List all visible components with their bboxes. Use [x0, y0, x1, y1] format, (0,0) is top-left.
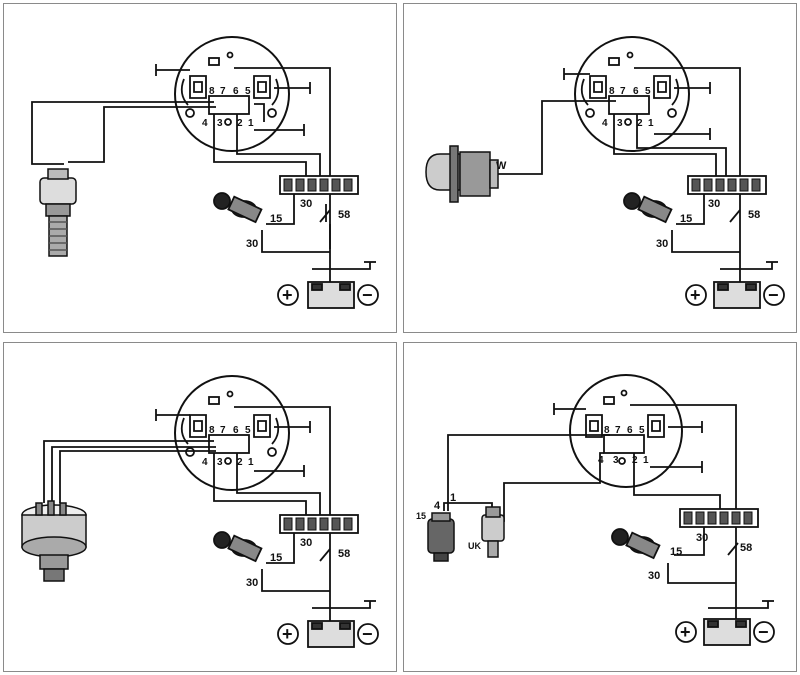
label-15: 15: [670, 546, 682, 558]
pin-6: 6: [233, 86, 239, 97]
pin-1: 1: [643, 455, 649, 466]
label-58: 58: [338, 548, 350, 560]
pin-6: 6: [233, 425, 239, 436]
coil-terminal-15: 15: [416, 511, 426, 521]
pin-4: 4: [602, 118, 608, 129]
inductive-sensor: [481, 506, 505, 558]
pin-8: 8: [209, 425, 215, 436]
coil-terminal-4: 4: [434, 500, 441, 512]
label-15: 15: [270, 213, 282, 225]
wiring-diagram-2: 8 7 6 5 4 3 2 1: [425, 36, 785, 309]
coil-terminal-1: 1: [450, 492, 456, 504]
wiring-diagram-4: 8 7 6 5 4 3 2 1: [416, 374, 775, 646]
pin-2: 2: [237, 118, 243, 129]
label-15: 15: [270, 552, 282, 564]
pressure-sender-small: [39, 168, 77, 257]
pin-3: 3: [217, 457, 223, 468]
ignition-switch: [213, 192, 263, 224]
battery-plus-sign: +: [690, 285, 701, 305]
pin-5: 5: [245, 86, 251, 97]
pin-5: 5: [645, 86, 651, 97]
label-30-bottom: 30: [656, 238, 668, 250]
battery-minus-sign: −: [362, 624, 373, 644]
pin-7: 7: [615, 425, 621, 436]
pressure-sender-large: [21, 500, 87, 582]
pin-1: 1: [248, 118, 254, 129]
battery: [277, 281, 379, 309]
gauge-housing: [174, 36, 290, 152]
battery-plus-sign: +: [282, 624, 293, 644]
battery-plus-sign: +: [680, 622, 691, 642]
battery: [675, 618, 775, 646]
label-58: 58: [748, 209, 760, 221]
label-15: 15: [680, 213, 692, 225]
ignition-coil: [427, 512, 455, 562]
pin-8: 8: [604, 425, 610, 436]
label-30-bottom: 30: [246, 238, 258, 250]
pin-1: 1: [648, 118, 654, 129]
bulb-socket-right: [253, 75, 271, 99]
ignition-switch: [213, 531, 263, 563]
pin-3: 3: [617, 118, 623, 129]
pin-4: 4: [202, 457, 208, 468]
battery: [685, 281, 785, 309]
label-30-bottom: 30: [246, 577, 258, 589]
label-30-bottom: 30: [648, 570, 660, 582]
pin-6: 6: [633, 86, 639, 97]
pin-2: 2: [637, 118, 643, 129]
terminal-strip: [687, 175, 767, 195]
sensor-label-uk: UK: [468, 541, 481, 551]
pin-5: 5: [639, 425, 645, 436]
wiring-diagram-1: 8 7 6 5 4 3 2 1: [31, 36, 379, 309]
terminal-strip: [279, 175, 359, 195]
diagram-panel-1: 8 7 6 5 4 3 2 1: [3, 3, 397, 333]
tacho-generator: [425, 145, 499, 203]
battery-plus-sign: +: [282, 285, 293, 305]
label-30-top: 30: [300, 537, 312, 549]
diagram-panel-2: 8 7 6 5 4 3 2 1: [403, 3, 797, 333]
terminal-strip: [279, 514, 359, 534]
pin-6: 6: [627, 425, 633, 436]
label-30-top: 30: [300, 198, 312, 210]
battery-minus-sign: −: [758, 622, 769, 642]
battery-minus-sign: −: [362, 285, 373, 305]
pin-7: 7: [220, 86, 226, 97]
terminal-strip: [679, 508, 759, 528]
ignition-switch: [611, 528, 661, 560]
wire-label-w: W: [496, 160, 507, 172]
pin-3: 3: [613, 455, 619, 466]
label-58: 58: [740, 542, 752, 554]
pin-4: 4: [598, 455, 604, 466]
pin-7: 7: [620, 86, 626, 97]
pin-5: 5: [245, 425, 251, 436]
pin-8: 8: [609, 86, 615, 97]
pin-7: 7: [220, 425, 226, 436]
pin-8: 8: [209, 86, 215, 97]
battery-minus-sign: −: [768, 285, 779, 305]
wiring-diagram-3: 8 7 6 5 4 3 2 1: [21, 375, 379, 648]
bulb-socket-left: [189, 75, 207, 99]
pin-4: 4: [202, 118, 208, 129]
label-30-top: 30: [708, 198, 720, 210]
pin-2: 2: [237, 457, 243, 468]
gauge-connector: [208, 95, 250, 115]
label-30-top: 30: [696, 532, 708, 544]
pin-3: 3: [217, 118, 223, 129]
battery: [277, 620, 379, 648]
ignition-switch: [623, 192, 673, 224]
pin-1: 1: [248, 457, 254, 468]
diagram-panel-3: 8 7 6 5 4 3 2 1: [3, 342, 397, 672]
diagram-panel-4: 8 7 6 5 4 3 2 1: [403, 342, 797, 672]
pin-2: 2: [632, 455, 638, 466]
label-58: 58: [338, 209, 350, 221]
gauge-indicator: [208, 57, 220, 66]
